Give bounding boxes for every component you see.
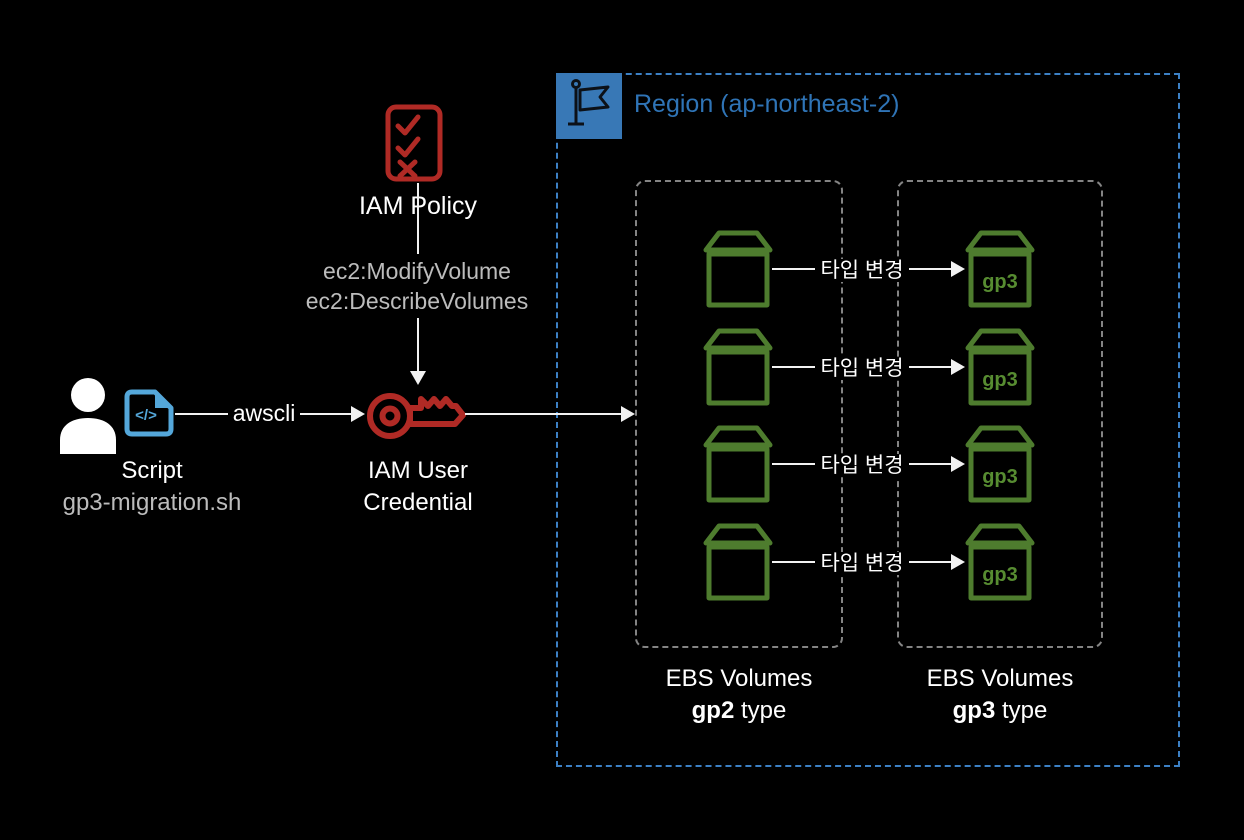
iam-user-node-label: IAM User Credential [334,455,502,519]
arrowhead-to-iamuser [351,406,365,422]
type-change-label: 타입 변경 [772,352,952,382]
ebs-gp3-volume-icon: gp3 [965,328,1035,406]
awscli-edge-label: awscli [175,400,353,427]
gp2-group-caption: EBS Volumes gp2 type [627,663,851,727]
type-change-label: 타입 변경 [772,547,952,577]
ebs-gp3-volume-icon: gp3 [965,230,1035,308]
iam-user-key-icon [367,393,466,439]
gp3-volumes-group [897,180,1103,648]
arrowhead-to-gp3-volume [951,261,965,277]
region-flag-icon [568,79,610,126]
gp3-volume-text: gp3 [982,564,1018,586]
gp3-volume-text: gp3 [982,369,1018,391]
arrowhead-to-gp2-group [621,406,635,422]
arrowhead-to-gp3-volume [951,554,965,570]
gp2-volumes-group [635,180,843,648]
script-title: Script [121,457,183,484]
gp3-volume-text: gp3 [982,271,1018,293]
arrowhead-to-key [410,371,426,385]
gp3-volume-text: gp3 [982,466,1018,488]
permission-modifyvolume: ec2:ModifyVolume [323,258,511,284]
gp3-group-caption: EBS Volumes gp3 type [888,663,1112,727]
ebs-gp2-volume-icon [703,523,773,601]
ebs-gp2-volume-icon [703,328,773,406]
iam-user-line1: IAM User [367,457,468,484]
gp2-caption-line2: gp2 type [691,697,787,724]
gp3-caption-line2: gp3 type [952,697,1048,724]
ebs-gp3-volume-icon: gp3 [965,425,1035,503]
script-node-label: Script gp3-migration.sh [30,455,274,519]
arrowhead-to-gp3-volume [951,456,965,472]
user-person-icon [60,378,116,454]
type-change-label: 타입 변경 [772,254,952,284]
iam-policy-checklist-icon [385,104,443,182]
arrowhead-to-gp3-volume [951,359,965,375]
script-file-icon: </> [124,389,174,437]
region-boundary [556,73,1180,767]
ebs-gp2-volume-icon [703,425,773,503]
gp3-caption-line1: EBS Volumes [926,665,1074,692]
region-label: Region (ap-northeast-2) [634,90,900,118]
iam-user-line2: Credential [363,489,473,516]
type-change-label: 타입 변경 [772,449,952,479]
policy-permissions-label: ec2:ModifyVolume ec2:DescribeVolumes [285,254,549,318]
edge-iamuser-to-region [465,413,622,415]
ebs-gp3-volume-icon: gp3 [965,523,1035,601]
region-flag-tile [556,73,622,139]
script-filename: gp3-migration.sh [62,489,242,516]
code-glyph: </> [135,407,157,424]
permission-describevolumes: ec2:DescribeVolumes [305,288,529,314]
ebs-gp2-volume-icon [703,230,773,308]
gp2-caption-line1: EBS Volumes [665,665,813,692]
